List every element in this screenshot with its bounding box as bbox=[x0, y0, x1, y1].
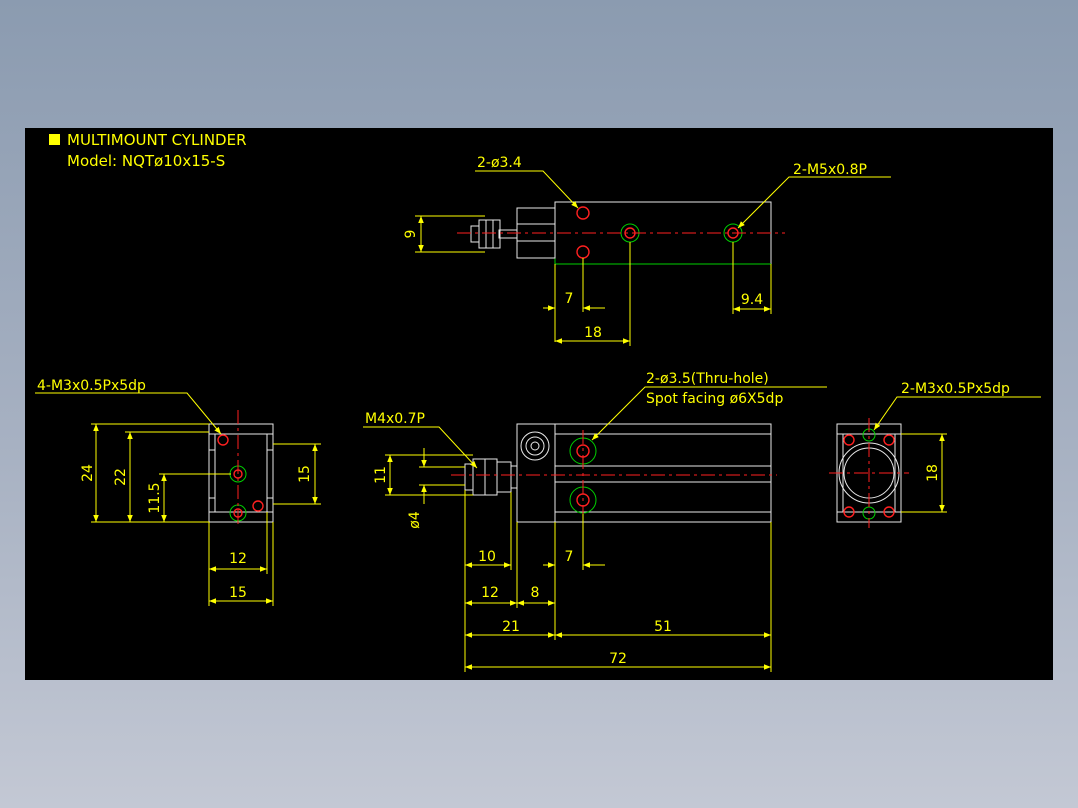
front-view: 11 ø4 10 7 12 8 21 51 72 M4x0.7P bbox=[363, 371, 827, 672]
dim-left-11-5: 11.5 bbox=[147, 482, 163, 513]
cad-drawing: MULTIMOUNT CYLINDER Model: NQTø10x15-S 9 bbox=[35, 131, 1041, 672]
left-hole-1 bbox=[217, 434, 229, 446]
dim-top-7: 7 bbox=[565, 291, 574, 307]
top-hole-2 bbox=[576, 245, 590, 259]
callout-front-hole-line1: 2-ø3.5(Thru-hole) bbox=[646, 371, 769, 387]
dim-front-12: 12 bbox=[481, 585, 499, 601]
title-line-2: Model: NQTø10x15-S bbox=[67, 152, 225, 170]
dim-front-7: 7 bbox=[565, 549, 574, 565]
left-hole-2 bbox=[252, 500, 264, 512]
callout-right: 2-M3x0.5Px5dp bbox=[901, 381, 1010, 397]
right-end-view: 18 2-M3x0.5Px5dp bbox=[829, 381, 1041, 528]
left-end-view: 24 22 11.5 15 12 15 4-M3x0.5Px5dp bbox=[35, 378, 321, 606]
callout-top-left: 2-ø3.4 bbox=[477, 155, 522, 171]
callout-front-hole-line2: Spot facing ø6X5dp bbox=[646, 391, 783, 407]
title-square-icon bbox=[49, 134, 60, 145]
dim-top-18: 18 bbox=[584, 325, 602, 341]
dim-front-8: 8 bbox=[531, 585, 540, 601]
title-line-1: MULTIMOUNT CYLINDER bbox=[67, 131, 247, 149]
dim-front-11: 11 bbox=[373, 466, 389, 484]
dim-front-10: 10 bbox=[478, 549, 496, 565]
top-view: 9 7 18 9.4 2-ø3.4 2-M5x0.8P bbox=[403, 155, 891, 346]
dim-left-12: 12 bbox=[229, 551, 247, 567]
dim-front-dia4: ø4 bbox=[407, 511, 423, 529]
callout-left: 4-M3x0.5Px5dp bbox=[37, 378, 146, 394]
dim-left-15-right: 15 bbox=[297, 465, 313, 483]
dim-front-51: 51 bbox=[654, 619, 672, 635]
callout-front-rod: M4x0.7P bbox=[365, 411, 425, 427]
dim-left-22: 22 bbox=[113, 468, 129, 486]
callout-top-right: 2-M5x0.8P bbox=[793, 162, 867, 178]
dim-front-21: 21 bbox=[502, 619, 520, 635]
cad-drawing-canvas: MULTIMOUNT CYLINDER Model: NQTø10x15-S 9 bbox=[25, 128, 1053, 680]
dim-left-15-bottom: 15 bbox=[229, 585, 247, 601]
dim-right-18: 18 bbox=[925, 464, 941, 482]
dim-front-72: 72 bbox=[609, 651, 627, 667]
top-hole-1 bbox=[576, 206, 590, 220]
left-view-body bbox=[208, 423, 274, 523]
dim-top-9-4: 9.4 bbox=[741, 292, 763, 308]
dim-top-9: 9 bbox=[403, 230, 419, 239]
title-block: MULTIMOUNT CYLINDER Model: NQTø10x15-S bbox=[49, 131, 247, 170]
dim-left-24: 24 bbox=[80, 464, 96, 482]
